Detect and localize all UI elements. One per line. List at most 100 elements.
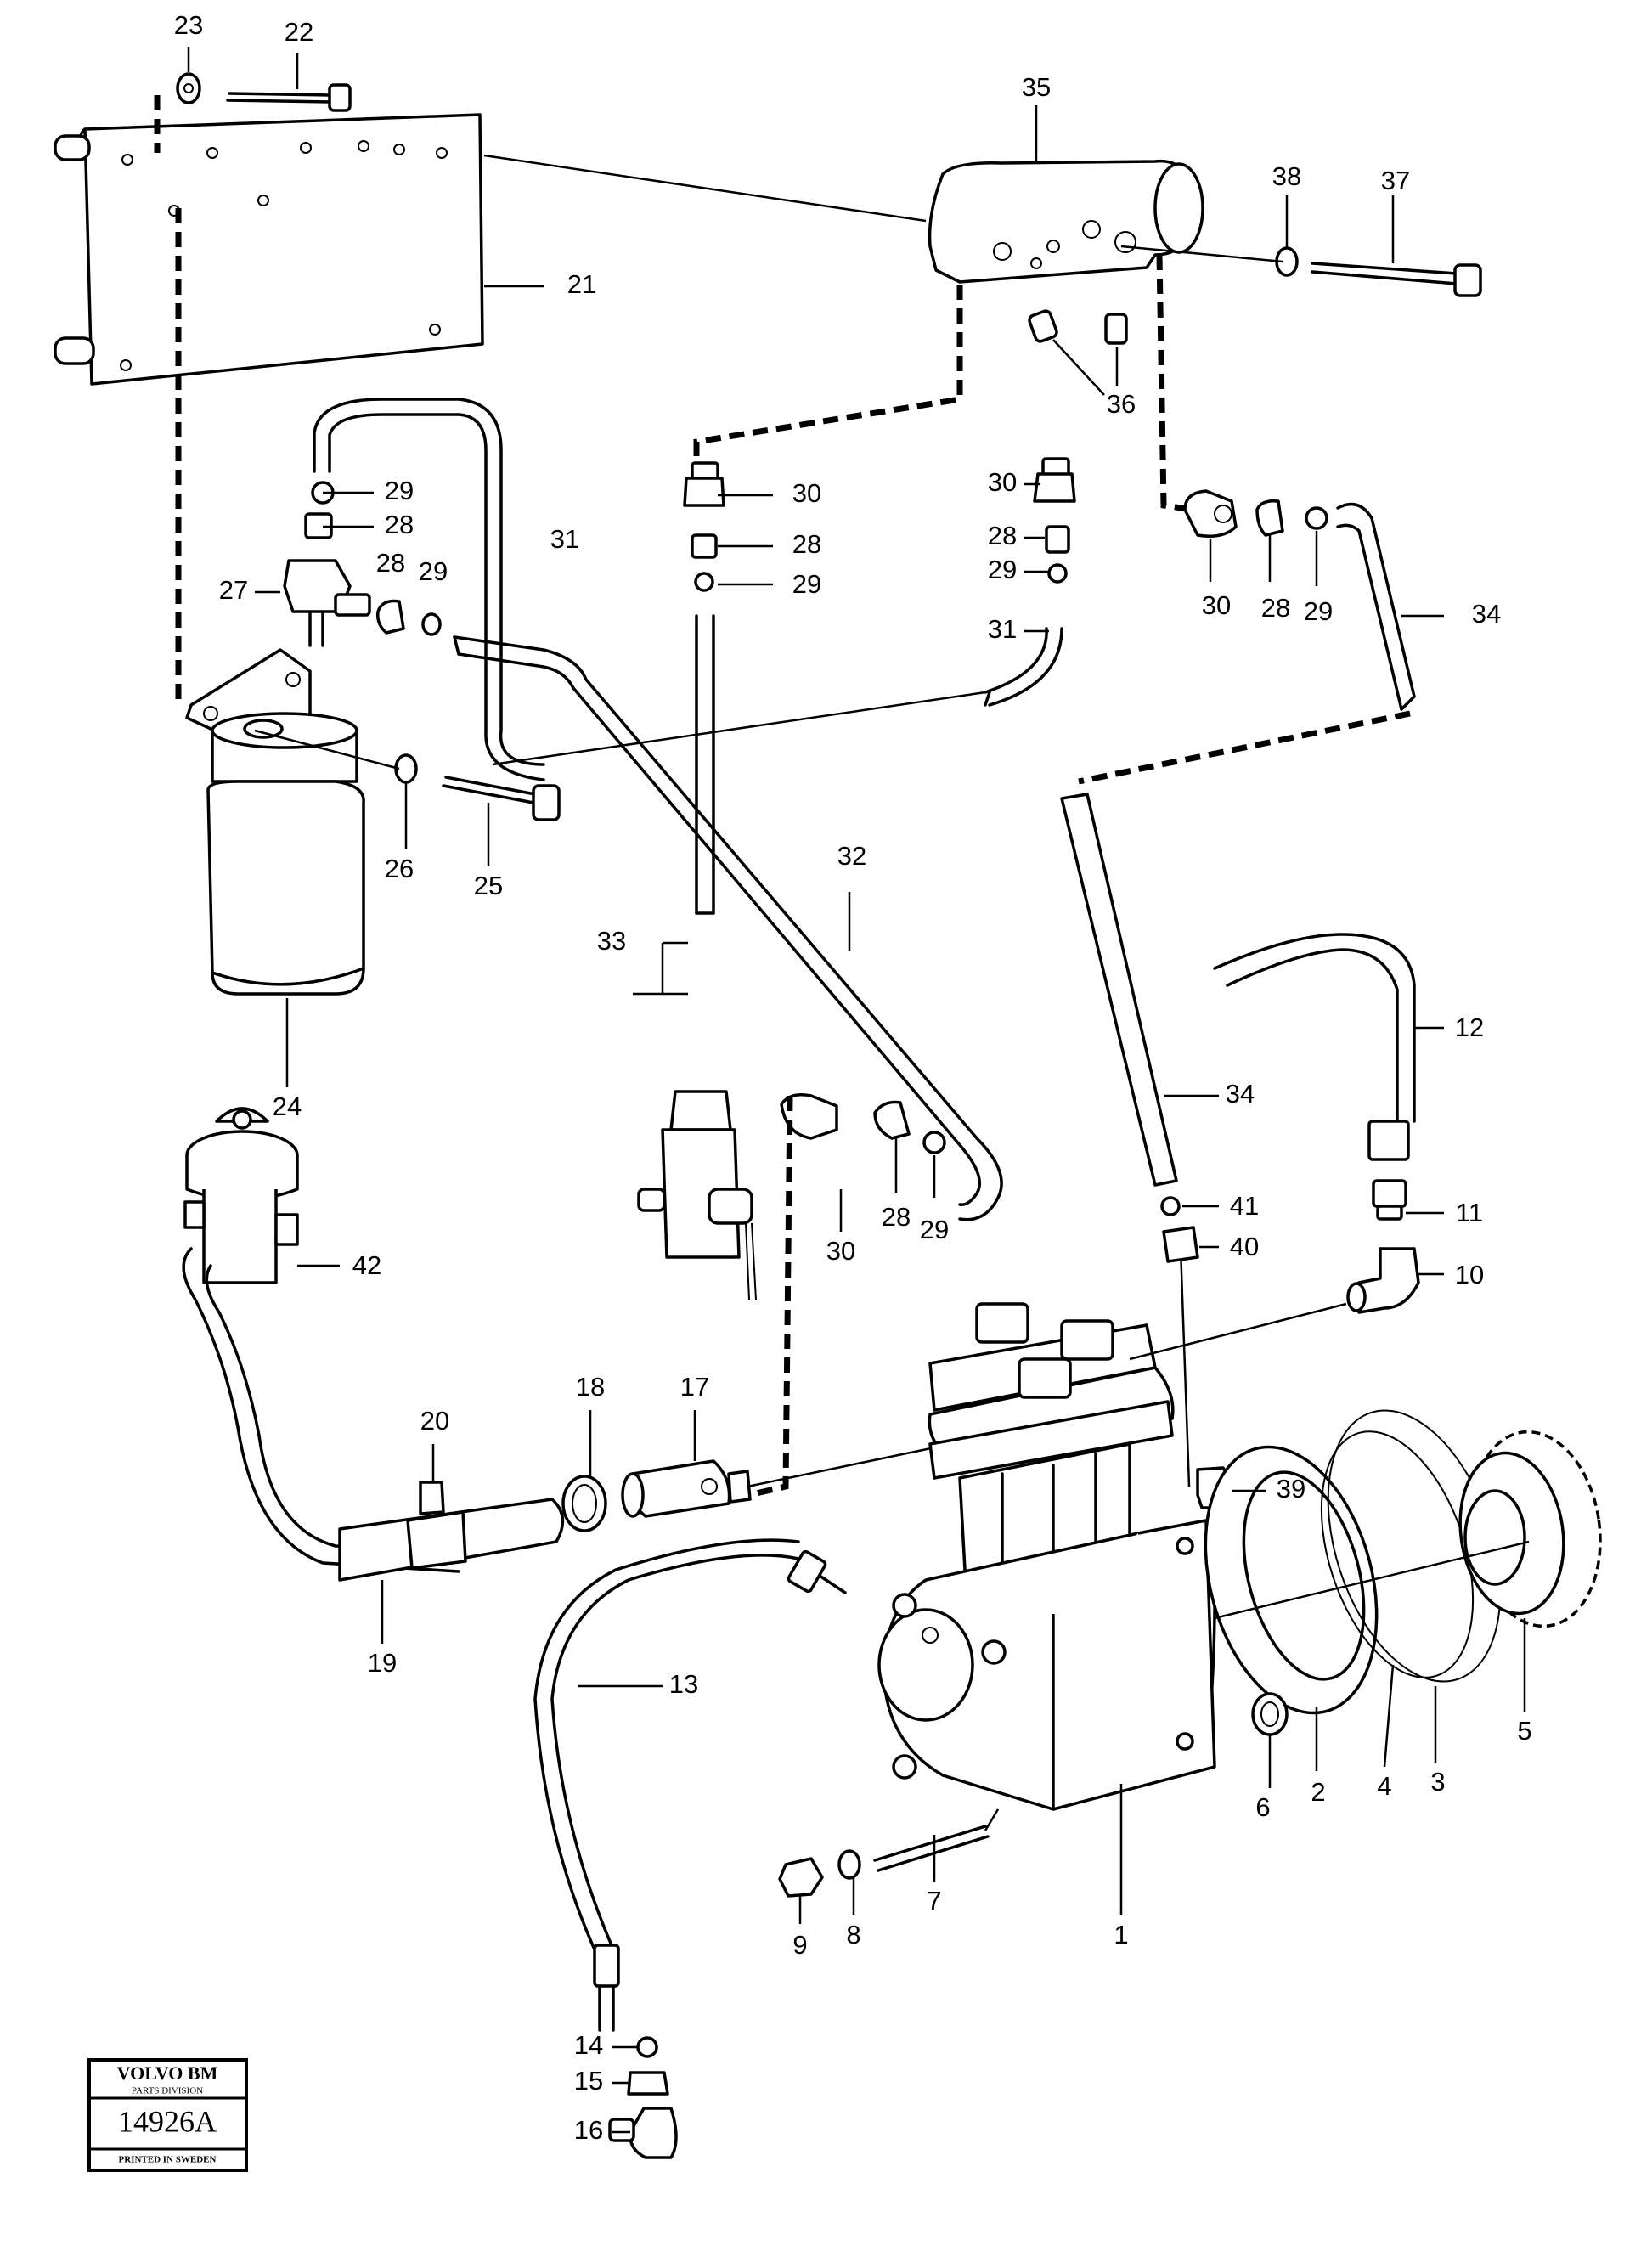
label-41: 41: [1230, 1191, 1259, 1221]
label-35: 35: [1022, 72, 1051, 102]
label-15: 15: [574, 2066, 603, 2096]
label-29f: 29: [920, 1215, 949, 1244]
ring-41: [1160, 1196, 1181, 1216]
label-36: 36: [1107, 389, 1136, 419]
stamp-brand: VOLVO BM: [117, 2062, 218, 2084]
label-8: 8: [846, 1920, 860, 1949]
washer-6: [1251, 1692, 1289, 1736]
label-21: 21: [567, 269, 596, 299]
label-29: 29: [385, 476, 414, 505]
dashed-link: [1156, 254, 1194, 513]
clamp-18: [561, 1475, 607, 1532]
label-14: 14: [574, 2030, 603, 2060]
label-34b: 34: [1226, 1079, 1255, 1109]
bolt-37: [1311, 262, 1482, 297]
label-31: 31: [988, 614, 1017, 644]
plugs-36: [1028, 309, 1128, 345]
label-9: 9: [792, 1930, 807, 1960]
label-29e: 29: [1304, 596, 1333, 626]
fittings-stack-right: [1183, 489, 1416, 711]
label-22: 22: [285, 17, 313, 47]
stamp-number: 14926A: [118, 2104, 217, 2138]
label-12: 12: [1455, 1013, 1484, 1042]
label-37: 37: [1381, 166, 1410, 195]
label-19: 19: [368, 1648, 397, 1678]
tee-27: [283, 512, 442, 647]
fittings-14-15-16: [608, 2036, 678, 2159]
elbow-10: [1346, 1247, 1420, 1314]
label-28b: 28: [376, 548, 405, 578]
adapter-11: [1372, 1179, 1407, 1221]
stamp-division: PARTS DIVISION: [132, 2086, 203, 2096]
nut-40: [1162, 1226, 1199, 1263]
label-20: 20: [420, 1406, 449, 1436]
label-38: 38: [1272, 161, 1301, 191]
manifold-35: [928, 159, 1204, 284]
gear-5: [1458, 1430, 1602, 1628]
label-28d: 28: [988, 521, 1017, 550]
tube-32: [453, 635, 1003, 1221]
label-13: 13: [669, 1669, 698, 1699]
fittings-stack-center: [984, 457, 1076, 707]
valve-33: [637, 1090, 757, 1300]
bolt-25: [442, 776, 561, 821]
label-16: 16: [574, 2115, 603, 2145]
leader-lines: [187, 47, 1526, 2134]
label-7: 7: [927, 1886, 941, 1915]
bolt-22: [226, 83, 352, 112]
dashed-link: [1078, 710, 1411, 785]
hose-34: [1060, 793, 1178, 1187]
label-18: 18: [576, 1372, 605, 1402]
breather-42: [182, 1107, 460, 1573]
tee-17: [621, 1459, 752, 1518]
label-10: 10: [1455, 1260, 1484, 1289]
seal-2: [1204, 1445, 1379, 1715]
volvo-bm-stamp: VOLVO BM PARTS DIVISION 14926A PRINTED I…: [87, 2058, 248, 2172]
label-30d: 30: [826, 1236, 855, 1266]
label-39: 39: [1277, 1474, 1305, 1504]
label-31b: 31: [550, 524, 579, 554]
label-28c: 28: [792, 529, 821, 559]
filter-24: [185, 648, 365, 996]
stud-7: [873, 1825, 990, 1872]
dashed-link: [730, 1095, 793, 1503]
label-2: 2: [1311, 1777, 1325, 1807]
label-6: 6: [1255, 1792, 1270, 1822]
nut-9: [778, 1857, 824, 1898]
label-32: 32: [837, 841, 866, 871]
hose-13: [533, 1538, 847, 2032]
label-30b: 30: [988, 467, 1017, 497]
fittings-stack-left: [683, 461, 725, 915]
part-labels: 1 2 3 4 5 6 7 8 9 10 11 12 13 14 15 16 1…: [174, 10, 1532, 2145]
compressor-1: [877, 1302, 1216, 1811]
hose-12: [1213, 933, 1416, 1161]
mounting-bracket: [54, 113, 484, 386]
washer-8: [837, 1849, 861, 1880]
label-28: 28: [385, 510, 414, 539]
label-28e: 28: [1261, 593, 1290, 623]
label-1: 1: [1114, 1920, 1128, 1949]
dashed-link: [693, 285, 963, 476]
label-27: 27: [219, 575, 248, 605]
label-23: 23: [174, 10, 203, 40]
label-4: 4: [1377, 1771, 1391, 1801]
label-30: 30: [792, 478, 821, 508]
label-28f: 28: [882, 1202, 911, 1232]
label-29b: 29: [419, 556, 448, 586]
label-11: 11: [1456, 1198, 1483, 1227]
clip-20: [406, 1481, 467, 1570]
label-5: 5: [1517, 1716, 1531, 1746]
stamp-printed: PRINTED IN SWEDEN: [119, 2155, 217, 2165]
label-26: 26: [385, 854, 414, 883]
label-25: 25: [474, 871, 503, 900]
label-29c: 29: [792, 569, 821, 599]
label-30c: 30: [1202, 590, 1231, 620]
fittings-lower: [780, 1093, 946, 1154]
label-3: 3: [1430, 1767, 1445, 1797]
label-34: 34: [1472, 599, 1501, 629]
label-29d: 29: [988, 555, 1017, 584]
label-33: 33: [597, 926, 626, 956]
label-24: 24: [273, 1092, 302, 1121]
